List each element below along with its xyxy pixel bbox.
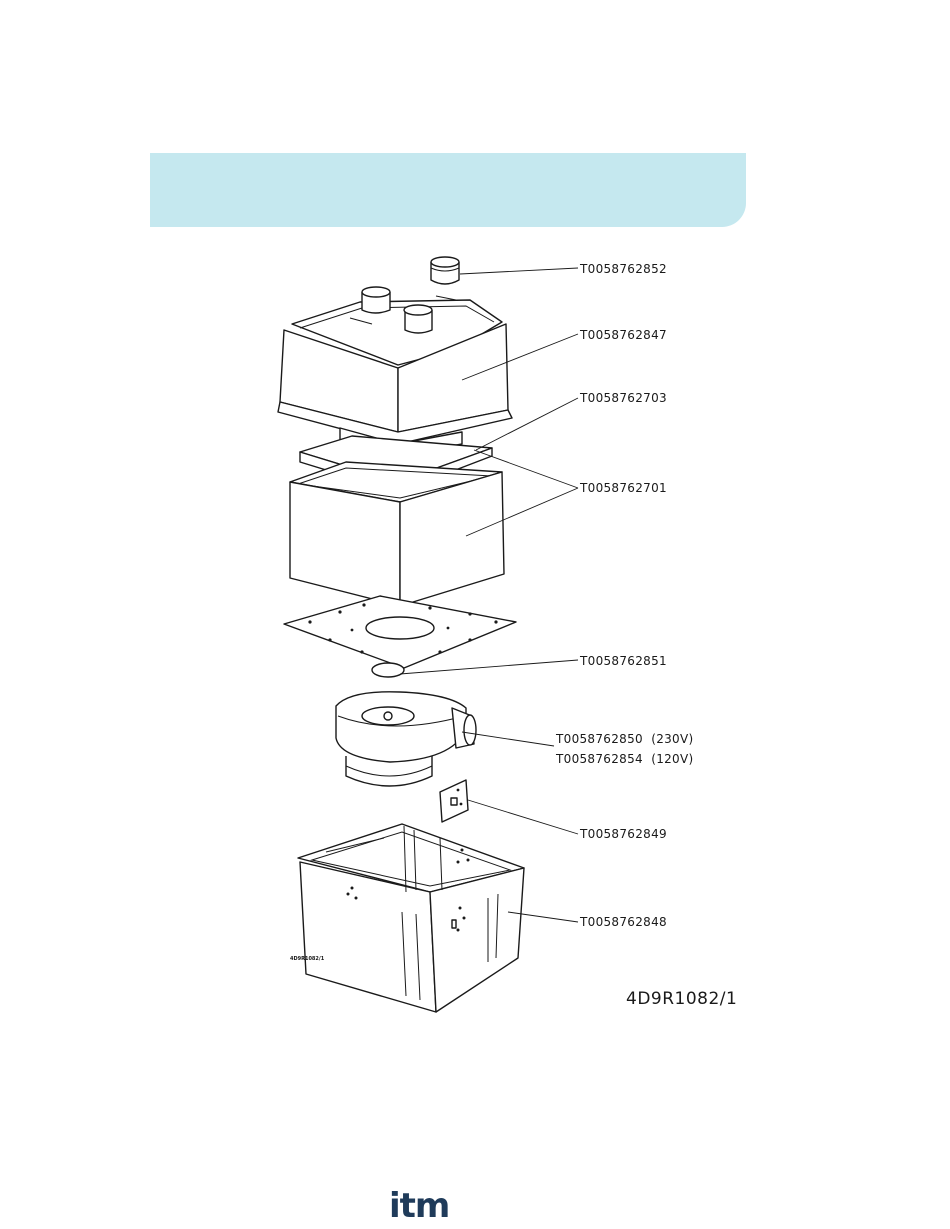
small-drawing-id: 4D9R1082/1 <box>290 956 325 962</box>
label-fan-230v: T0058762850 (230V) <box>555 732 693 746</box>
top-cover-part <box>278 287 512 456</box>
label-cap: T0058762852 <box>579 262 667 276</box>
drawing-id: 4D9R1082/1 <box>626 989 737 1009</box>
circuit-board-part <box>440 780 468 822</box>
label-fan-120v: T0058762854 (120V) <box>555 752 693 766</box>
base-housing-part <box>298 824 524 1012</box>
label-filter-plate: T0058762703 <box>579 391 667 405</box>
label-filter-block: T0058762701 <box>579 481 667 495</box>
filter-block-part <box>290 462 504 606</box>
label-gasket: T0058762851 <box>579 654 667 668</box>
label-top-cover: T0058762847 <box>579 328 667 342</box>
label-base-housing: T0058762848 <box>579 915 667 929</box>
fan-part <box>336 692 476 786</box>
gasket-part <box>372 663 404 677</box>
base-plate-part <box>284 596 516 668</box>
cap-part <box>431 257 459 284</box>
label-circuit-board: T0058762849 <box>579 827 667 841</box>
itm-logo: itm <box>389 1186 449 1226</box>
